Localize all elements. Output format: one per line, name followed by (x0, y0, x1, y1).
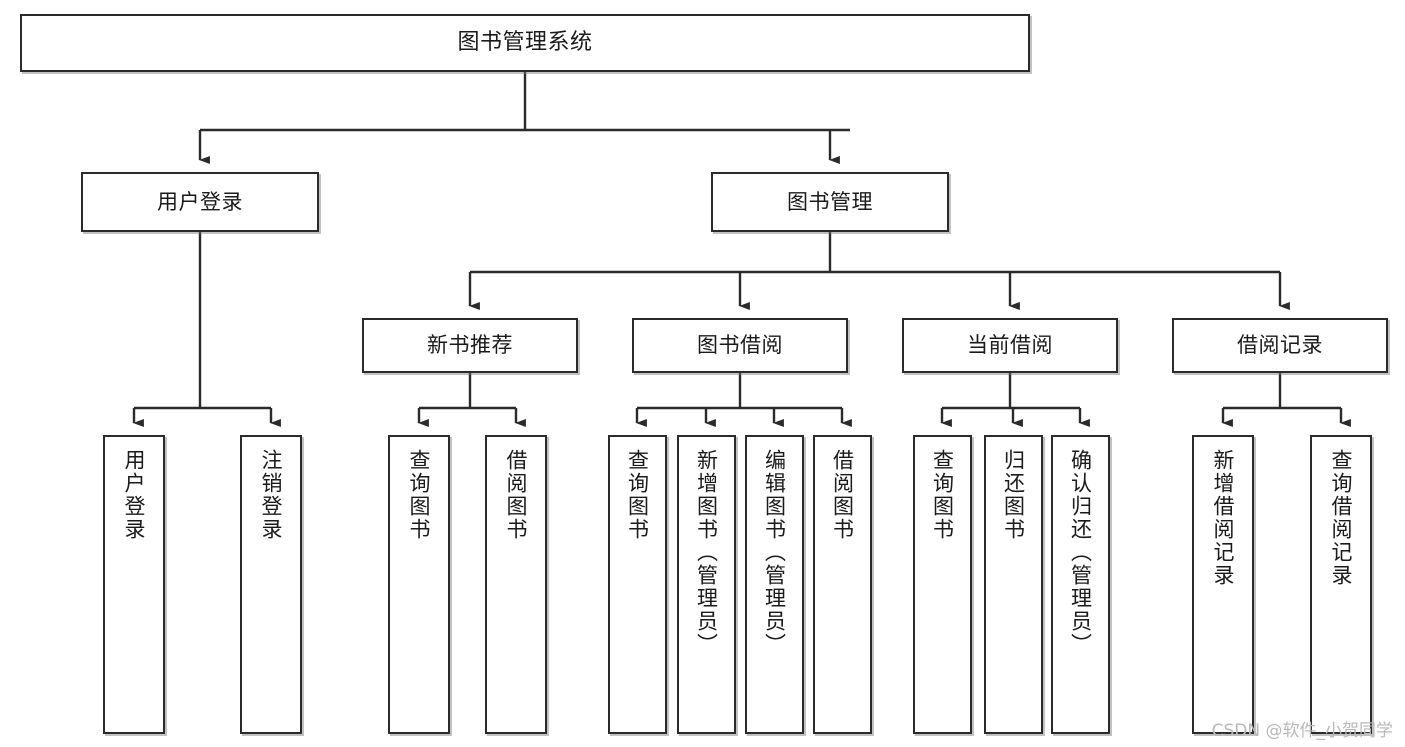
node-root[interactable]: 图书管理系统 (20, 14, 1030, 72)
node-level2-user-login[interactable]: 用户登录 (81, 172, 319, 232)
watermark-text: CSDN @软件_小贺同学 (1211, 721, 1393, 741)
leaf-edit-book-admin[interactable]: 编辑图书（管理员） (745, 435, 804, 734)
leaf-logout[interactable]: 注销登录 (240, 435, 302, 734)
leaf-add-borrow-record-label: 新增借阅记录 (1211, 449, 1236, 587)
node-root-label: 图书管理系统 (457, 30, 593, 56)
leaf-query-book-current-label: 查询图书 (930, 449, 955, 541)
leaf-confirm-return-admin-label: 确认归还（管理员） (1068, 449, 1093, 656)
leaf-add-book-admin[interactable]: 新增图书（管理员） (677, 435, 736, 734)
leaf-borrow-book-newbook[interactable]: 借阅图书 (485, 435, 547, 734)
leaf-borrow-book[interactable]: 借阅图书 (813, 435, 872, 734)
leaf-edit-book-admin-label: 编辑图书（管理员） (762, 449, 787, 656)
leaf-confirm-return-admin[interactable]: 确认归还（管理员） (1051, 435, 1110, 734)
leaf-borrow-book-label: 借阅图书 (830, 449, 855, 541)
node-level3-borrow-record[interactable]: 借阅记录 (1172, 318, 1388, 373)
leaf-query-book-borrow[interactable]: 查询图书 (608, 435, 667, 734)
node-level3-borrow-record-label: 借阅记录 (1237, 333, 1323, 358)
leaf-return-book[interactable]: 归还图书 (984, 435, 1043, 734)
node-level3-new-book-recommend[interactable]: 新书推荐 (362, 318, 578, 373)
node-level2-user-login-label: 用户登录 (157, 189, 243, 214)
leaf-user-login[interactable]: 用户登录 (103, 435, 165, 734)
leaf-query-borrow-record[interactable]: 查询借阅记录 (1310, 435, 1372, 734)
leaf-return-book-label: 归还图书 (1001, 449, 1026, 541)
node-level3-current-borrow[interactable]: 当前借阅 (902, 318, 1118, 373)
leaf-query-book-current[interactable]: 查询图书 (913, 435, 972, 734)
leaf-user-login-label: 用户登录 (122, 449, 147, 541)
node-level3-book-borrow[interactable]: 图书借阅 (632, 318, 848, 373)
leaf-query-book-newbook[interactable]: 查询图书 (388, 435, 450, 734)
leaf-logout-label: 注销登录 (259, 449, 284, 541)
node-level3-current-borrow-label: 当前借阅 (967, 333, 1053, 358)
node-level2-book-management[interactable]: 图书管理 (711, 172, 949, 232)
leaf-query-book-borrow-label: 查询图书 (625, 449, 650, 541)
leaf-add-borrow-record[interactable]: 新增借阅记录 (1192, 435, 1254, 734)
node-level3-new-book-recommend-label: 新书推荐 (427, 333, 513, 358)
leaf-add-book-admin-label: 新增图书（管理员） (694, 449, 719, 656)
node-level2-book-management-label: 图书管理 (787, 189, 873, 214)
leaf-query-borrow-record-label: 查询借阅记录 (1329, 449, 1354, 587)
node-level3-book-borrow-label: 图书借阅 (697, 333, 783, 358)
leaf-borrow-book-newbook-label: 借阅图书 (504, 449, 529, 541)
leaf-query-book-newbook-label: 查询图书 (407, 449, 432, 541)
